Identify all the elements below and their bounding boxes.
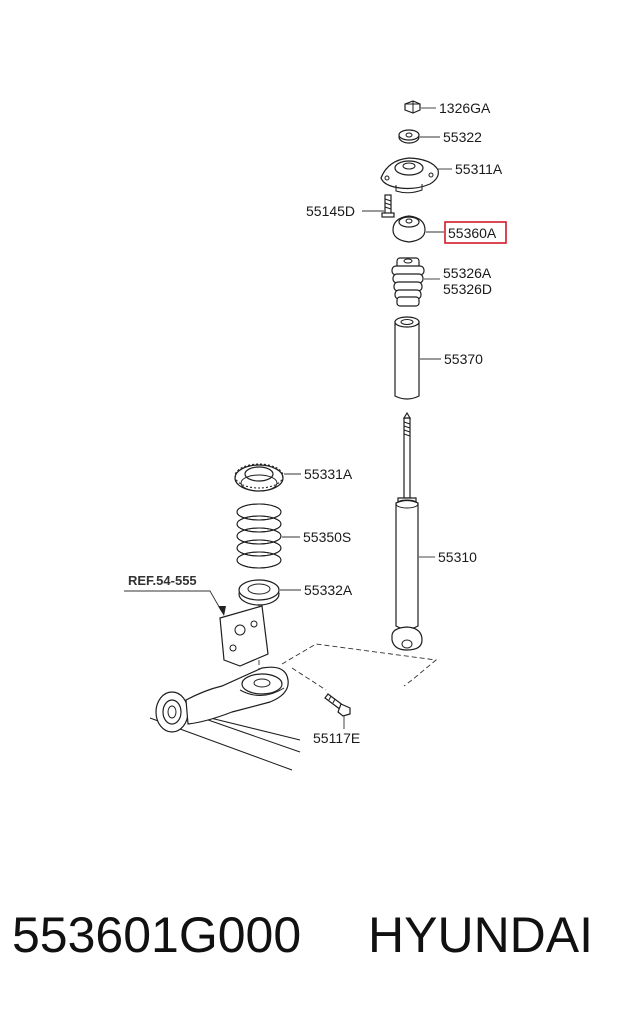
label-55350s: 55350S	[303, 529, 351, 545]
mount-bolt-part	[381, 194, 395, 218]
label-55326d: 55326D	[443, 281, 492, 297]
label-55332a: 55332A	[304, 582, 353, 598]
coil-spring-part	[236, 503, 282, 569]
bolt-guide-line	[291, 667, 327, 691]
footer-caption: 553601G000 HYUNDAI	[0, 900, 620, 980]
lower-bolt-part	[324, 693, 351, 717]
reference-label: REF.54-555	[128, 573, 197, 588]
label-55326a: 55326A	[443, 265, 492, 281]
reference-arrowhead	[218, 606, 226, 616]
reference-leader	[124, 590, 223, 613]
label-55310: 55310	[438, 549, 477, 565]
dust-cover-part	[394, 316, 420, 400]
label-1326ga: 1326GA	[439, 100, 491, 116]
label-55117e: 55117E	[313, 730, 360, 746]
label-55360a: 55360A	[448, 225, 497, 241]
highlight-box	[444, 221, 507, 244]
washer-part	[398, 129, 420, 144]
insulator-cap-part	[392, 215, 426, 243]
label-55331a: 55331A	[304, 466, 353, 482]
label-55311a: 55311A	[455, 161, 503, 177]
shock-absorber-part	[391, 411, 423, 651]
nut-part	[404, 100, 421, 114]
upper-spring-seat-part	[234, 463, 284, 492]
label-55145d: 55145D	[306, 203, 355, 219]
bump-stop-part	[391, 257, 425, 307]
brand-name: HYUNDAI	[368, 907, 594, 963]
part-number: 553601G000	[12, 907, 302, 963]
mount-guide-line	[281, 643, 438, 687]
lower-spring-seat-part	[238, 579, 280, 606]
label-55322: 55322	[443, 129, 482, 145]
upper-mount-part	[380, 157, 439, 194]
label-55370: 55370	[444, 351, 483, 367]
rear-axle-assembly	[149, 605, 301, 771]
